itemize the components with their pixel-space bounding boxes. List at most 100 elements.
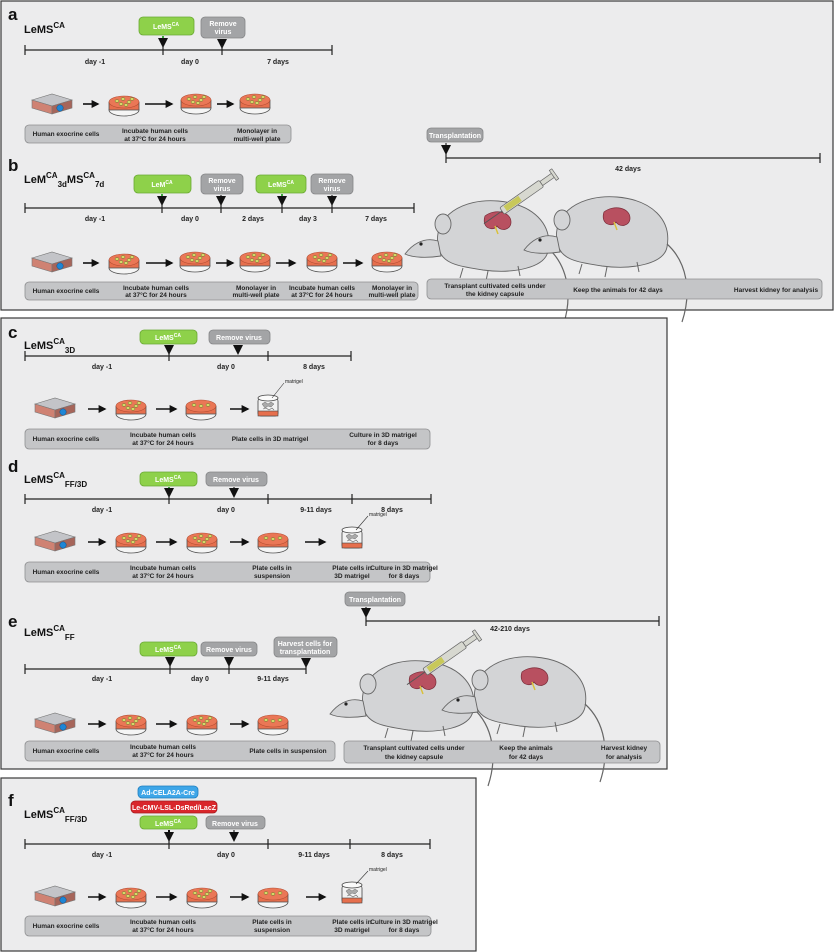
- time-label: day -1: [92, 852, 112, 859]
- caption: at 37°C for 24 hours: [124, 135, 186, 143]
- time-label: day 0: [181, 59, 199, 66]
- time-label: day -1: [85, 59, 105, 66]
- caption: Incubate human cells: [123, 285, 189, 292]
- caption: the kidney capsule: [385, 754, 444, 761]
- lems-button[interactable]: LeMSCA: [139, 815, 198, 830]
- svg-text:Transplantation: Transplantation: [429, 133, 481, 140]
- caption: 3D matrigel: [334, 573, 370, 580]
- svg-text:virus: virus: [214, 186, 231, 193]
- panel-c: c LeMSCA3D LeMSCA Remove virus day -1 da…: [8, 323, 431, 450]
- caption: at 37°C for 24 hours: [132, 751, 194, 759]
- remove-virus-button[interactable]: Remove virus: [200, 173, 244, 195]
- caption: Human exocrine cells: [33, 748, 100, 755]
- matrigel-vial-icon: [257, 394, 279, 417]
- caption: at 37°C for 24 hours: [291, 291, 353, 299]
- step-caption-bar: [426, 278, 823, 300]
- caption: at 37°C for 24 hours: [132, 572, 194, 580]
- timeline: [24, 203, 415, 213]
- caption: Plate cells in: [332, 919, 371, 926]
- panel-e-title: LeMSCAFF: [24, 624, 75, 642]
- step-caption-bar: [24, 428, 431, 450]
- step-caption-bar: [24, 561, 431, 583]
- lems-button[interactable]: LeMSCA: [138, 16, 195, 36]
- ad-cela2a-cre-button[interactable]: Ad-CELA2A-Cre: [137, 785, 199, 799]
- caption: Human exocrine cells: [33, 131, 100, 138]
- remove-virus-button[interactable]: Remove virus: [200, 16, 246, 39]
- caption: Incubate human cells: [289, 285, 355, 292]
- panel-a-letter: a: [8, 5, 18, 24]
- svg-text:LeMSCA: LeMSCA: [155, 819, 181, 828]
- caption: 3D matrigel: [334, 927, 370, 934]
- transplant-top: Transplantation 42 days Transplant culti…: [404, 127, 823, 327]
- time-label: day 3: [299, 216, 317, 223]
- svg-text:Remove virus: Remove virus: [212, 821, 258, 828]
- time-label: 42-210 days: [490, 626, 530, 633]
- remove-virus-button[interactable]: Remove virus: [208, 329, 271, 345]
- petri-dish-icon: [185, 399, 217, 421]
- caption: Keep the animals: [499, 745, 553, 752]
- petri-dish-icon: [180, 93, 212, 115]
- time-label: 7 days: [365, 216, 387, 223]
- le-cmv-lsl-button[interactable]: Le-CMV-LSL-DsRed/LacZ: [130, 800, 218, 814]
- caption: Incubate human cells: [130, 565, 196, 572]
- panel-b-title: LeMCA3dMSCA7d: [24, 171, 104, 189]
- lems-button[interactable]: LeMSCA: [139, 641, 198, 657]
- caption: Culture in 3D matrigel: [370, 919, 438, 926]
- caption: Human exocrine cells: [33, 569, 100, 576]
- timeline: [24, 839, 431, 849]
- svg-text:Remove virus: Remove virus: [213, 477, 259, 484]
- svg-text:LeMSCA: LeMSCA: [155, 333, 181, 342]
- time-label: day -1: [92, 676, 112, 683]
- petri-dish-icon: [186, 714, 218, 736]
- transplantation-button[interactable]: Transplantation: [426, 127, 484, 143]
- svg-text:Remove virus: Remove virus: [206, 647, 252, 654]
- caption: suspension: [254, 573, 290, 580]
- time-label: 8 days: [381, 507, 403, 514]
- time-label: day -1: [92, 507, 112, 514]
- lems-button[interactable]: LeMSCA: [255, 174, 307, 194]
- svg-text:virus: virus: [215, 29, 232, 36]
- panel-d: d LeMSCAFF/3D LeMSCA Remove virus day -1…: [8, 457, 438, 583]
- svg-text:LeMCA: LeMCA: [151, 180, 173, 189]
- panel-a-title: LeMSCA: [24, 21, 65, 36]
- caption: for analysis: [606, 754, 643, 761]
- petri-dish-icon: [115, 714, 147, 736]
- panel-d-letter: d: [8, 457, 18, 476]
- petri-dish-icon: [115, 532, 147, 554]
- panel-a: a LeMSCA LeMSCA Remove virus day -1 day …: [8, 5, 333, 144]
- time-label: 7 days: [267, 59, 289, 66]
- caption: Keep the animals for 42 days: [573, 287, 663, 294]
- harvest-cells-button[interactable]: Harvest cells for transplantation: [273, 636, 338, 658]
- caption: multi-well plate: [234, 136, 281, 143]
- petri-dish-icon: [239, 93, 271, 115]
- panel-f: f LeMSCAFF/3D Ad-CELA2A-Cre Le-CMV-LSL-D…: [8, 785, 438, 937]
- caption: Transplant cultivated cells under: [363, 745, 465, 752]
- panel-d-title: LeMSCAFF/3D: [24, 471, 87, 489]
- transplantation-button[interactable]: Transplantation: [344, 591, 406, 607]
- caption: Incubate human cells: [130, 744, 196, 751]
- time-label: day -1: [85, 216, 105, 223]
- caption: Incubate human cells: [130, 919, 196, 926]
- panel-f-title: LeMSCAFF/3D: [24, 806, 87, 824]
- lem-button[interactable]: LeMCA: [133, 174, 192, 194]
- time-label: 8 days: [303, 364, 325, 371]
- time-label: 2 days: [242, 216, 264, 223]
- svg-text:LeMSCA: LeMSCA: [153, 22, 179, 31]
- remove-virus-button[interactable]: Remove virus: [310, 173, 354, 195]
- remove-virus-button[interactable]: Remove virus: [200, 641, 258, 657]
- panel-ab-box: [0, 0, 834, 311]
- time-label: 9-11 days: [257, 676, 289, 683]
- lems-button[interactable]: LeMSCA: [139, 471, 198, 487]
- svg-text:Ad-CELA2A-Cre: Ad-CELA2A-Cre: [141, 790, 195, 797]
- petri-dish-icon: [115, 399, 147, 421]
- lems-button[interactable]: LeMSCA: [139, 329, 198, 345]
- time-label: day 0: [217, 364, 235, 371]
- step-caption-bar: [24, 281, 419, 301]
- remove-virus-button[interactable]: Remove virus: [205, 471, 268, 487]
- svg-text:Harvest cells for: Harvest cells for: [278, 641, 333, 648]
- remove-virus-button[interactable]: Remove virus: [205, 815, 266, 830]
- petri-dish-icon: [108, 95, 140, 117]
- matrigel-label: matrigel: [369, 512, 387, 518]
- matrigel-label: matrigel: [285, 379, 303, 385]
- caption: Monolayer in: [237, 128, 277, 135]
